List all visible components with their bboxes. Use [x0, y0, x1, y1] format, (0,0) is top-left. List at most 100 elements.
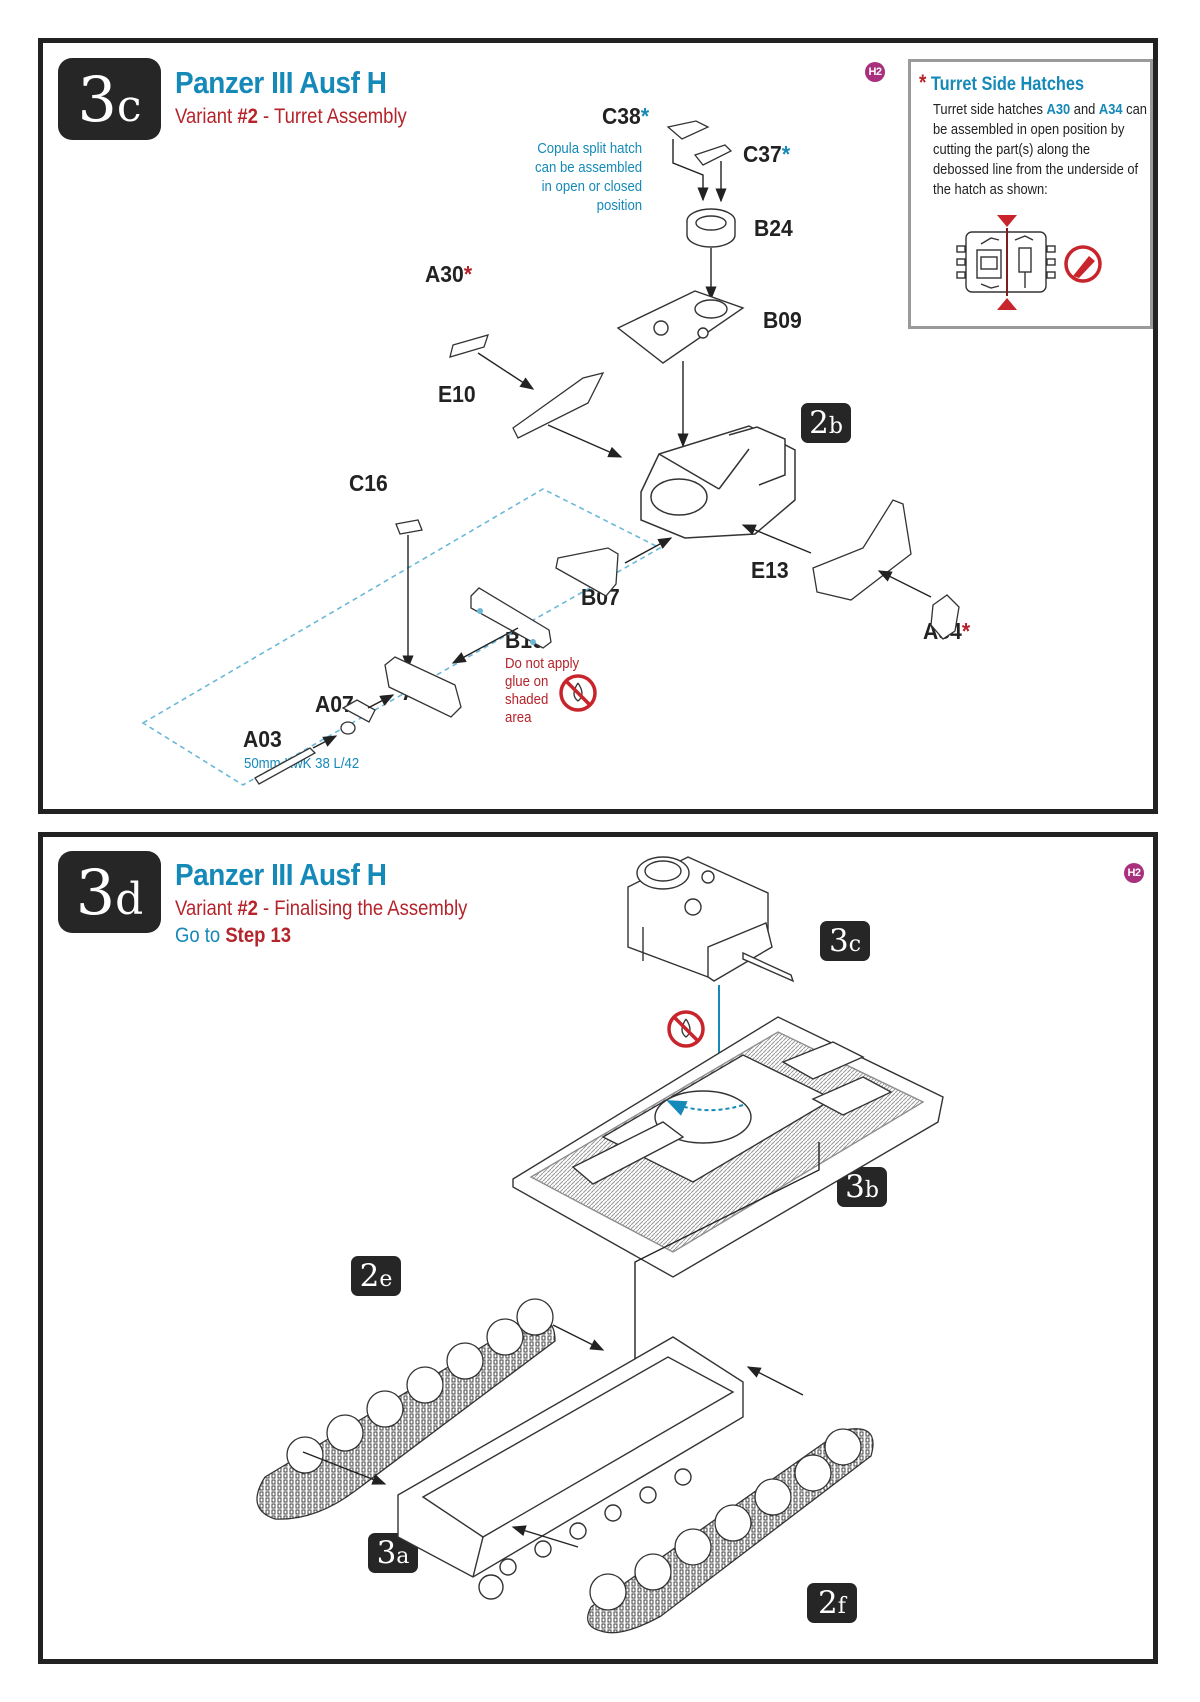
part-a30 — [449, 334, 490, 358]
knife-icon — [1064, 245, 1102, 283]
arrow-left-track-front — [552, 1324, 605, 1351]
note-line: in open or closed — [541, 178, 643, 195]
arrow-a34 — [877, 570, 932, 598]
arrow-a03 — [312, 735, 338, 749]
turret-assembly-diagram — [141, 120, 960, 786]
upper-hull-drop-line — [629, 1142, 820, 1444]
note-line: glue on — [505, 673, 549, 690]
glue-point-icon — [477, 608, 483, 614]
part-e13 — [812, 499, 912, 601]
part-id: A30 — [425, 261, 464, 287]
arrow-a07 — [367, 694, 395, 709]
goto-step-link[interactable]: Go to Step 13 — [175, 924, 291, 948]
note-line: Do not apply — [505, 655, 580, 672]
arrow-b07 — [624, 537, 673, 564]
ref-letter: a — [396, 1544, 410, 1569]
ref-letter: c — [848, 932, 862, 957]
right-track-assembly — [587, 1428, 874, 1634]
sprue-badge: H2 — [1124, 863, 1144, 883]
part-b10 — [470, 587, 552, 649]
note-line: can be assembled — [535, 159, 643, 176]
subtitle-suffix: - Finalising the Assembly — [257, 897, 468, 920]
part-e10 — [512, 372, 605, 439]
variant-number: #2 — [237, 897, 258, 920]
arrow-c38 — [672, 139, 709, 202]
part-b24 — [686, 208, 736, 248]
infobox-text-2: and — [1070, 101, 1099, 118]
ref-number: 3 — [376, 1535, 397, 1571]
ref-letter: e — [379, 1267, 393, 1292]
arrow-a30 — [477, 352, 535, 390]
asterisk-icon: * — [463, 261, 473, 287]
infobox-text-1: Turret side hatches — [933, 101, 1047, 118]
part-b07 — [555, 547, 619, 597]
arrow-right-track-rear — [511, 1525, 579, 1548]
asterisk-icon: * — [640, 103, 650, 129]
part-id: C37 — [743, 141, 782, 167]
arrow-e13 — [741, 524, 812, 554]
ref-letter: b — [828, 414, 843, 439]
sprue-badge: H2 — [865, 62, 885, 82]
step-letter: c — [116, 81, 142, 132]
infobox-title-text: Turret Side Hatches — [930, 74, 1085, 95]
part-label-a03: A03 — [243, 726, 282, 752]
no-glue-icon — [559, 674, 597, 712]
note-line: shaded — [505, 691, 549, 708]
part-label-a07: A07 — [315, 691, 354, 717]
arrow-e10 — [547, 424, 623, 458]
part-a34 — [930, 594, 960, 640]
step-subtitle: Variant #2 - Finalising the Assembly — [175, 897, 467, 921]
goto-prefix: Go to — [175, 924, 226, 947]
part-label-e10: E10 — [438, 381, 476, 407]
subtitle-suffix: - Turret Assembly — [257, 105, 407, 128]
part-id: C38 — [602, 103, 641, 129]
note-line: position — [596, 197, 643, 214]
step-number: 3 — [75, 856, 116, 929]
asterisk-icon: * — [961, 618, 971, 644]
part-c37 — [693, 144, 733, 166]
part-a03 — [254, 747, 317, 785]
dashed-rotation-arrow — [666, 1100, 744, 1116]
turret-body — [640, 425, 796, 539]
step-title: Panzer III Ausf H — [175, 65, 387, 100]
subtitle-prefix: Variant — [175, 897, 238, 920]
asterisk-icon: * — [919, 70, 927, 95]
note-line: Copula split hatch — [537, 140, 643, 157]
ref-number: 2 — [818, 1585, 838, 1621]
infobox-part-b: A34 — [1098, 101, 1123, 118]
cut-marker-top-icon — [997, 215, 1017, 227]
part-a07 — [340, 699, 376, 735]
ref-number: 3 — [828, 923, 849, 959]
step-letter: d — [115, 874, 144, 925]
cut-marker-bottom-icon — [997, 298, 1017, 310]
infobox-part-a: A30 — [1046, 101, 1071, 118]
turret-side-hatches-infobox: * Turret Side Hatches Turret side hatche… — [908, 59, 1153, 329]
ref-number: 2 — [809, 405, 829, 441]
ref-number: 3 — [845, 1169, 865, 1205]
final-assembly-diagram — [256, 856, 944, 1634]
upper-hull — [512, 1016, 944, 1278]
step-subtitle: Variant #2 - Turret Assembly — [175, 105, 407, 129]
part-label-c37: C37* — [743, 141, 790, 168]
part-b09 — [616, 290, 745, 364]
part-a31 — [384, 656, 462, 718]
part-label-c16: C16 — [349, 470, 388, 496]
copula-hatch-note: Copula split hatch can be assembled in o… — [535, 139, 642, 215]
glue-point-icon — [530, 639, 536, 645]
goto-target-step[interactable]: Step 13 — [225, 924, 292, 947]
step-title: Panzer III Ausf H — [175, 857, 387, 892]
part-label-e13: E13 — [751, 557, 789, 583]
ref-letter: f — [837, 1594, 846, 1619]
step-number: 3 — [77, 63, 117, 136]
part-label-c38: C38* — [602, 103, 649, 130]
turret-assembly — [627, 856, 795, 983]
